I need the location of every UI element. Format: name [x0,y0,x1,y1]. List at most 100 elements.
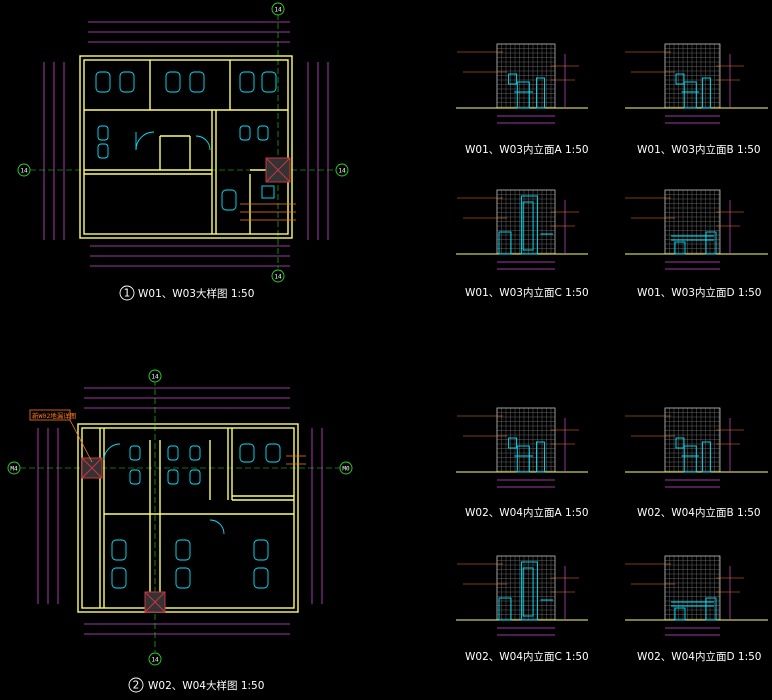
plan2-shaft-symbols [81,457,166,613]
plan2-grid-bubble-right [339,461,353,475]
plan2-callout-leader [29,409,306,465]
elevation-fixture [683,81,697,109]
elevation-fixture [701,441,711,473]
plan2-grid-lines [20,380,340,652]
elevation-fixture [701,77,711,109]
plan1-grid-label-left: 14 [20,168,28,175]
plan2-left-dimensions [37,428,59,604]
elevation-fixtures [508,73,545,109]
plan1-number: 1 [124,288,131,300]
elevation-panel-6: W02、W04内立面B 1:50 [625,407,768,519]
elevation-panel-1: W01、W03内立面A 1:50 [456,43,589,156]
elevation-fixture [520,195,538,255]
plan2-right-dimensions [311,428,323,604]
plan1-title: W01、W03大样图 1:50 [138,287,254,300]
elevation-fixture [683,445,697,473]
elevation-dimensions [665,566,731,636]
elevation-dimensions [497,418,566,488]
plan-2-w02-w04: 新W02地漏详图 14 14 M4 M0 2 W02、W04大样图 1:50 [7,369,353,693]
elevation-tile-grid [664,43,720,108]
plan1-grid-bubble-right [335,163,349,177]
plan1-bottom-dimensions [90,245,290,267]
elevation-annotations [625,415,744,445]
elevation-fixture [535,77,545,109]
elevation-annotations [457,51,579,81]
elevation-title: W02、W04内立面A 1:50 [465,506,589,519]
elevation-fixtures [671,597,717,621]
plan1-fixtures [95,71,277,211]
elevation-fixture [498,231,512,255]
plan2-top-dimensions [84,387,290,409]
elevation-fixture [522,201,534,251]
elevation-annotations [457,197,579,227]
elevation-panel-7: W02、W04内立面C 1:50 [456,555,589,663]
elevation-annotations [625,197,744,227]
elevation-tile-grid [496,407,555,472]
elevation-frame [664,189,721,255]
elevation-frame [664,43,721,109]
elevation-frame [664,407,721,473]
elevation-title: W01、W03内立面D 1:50 [637,286,762,299]
elevation-fixture [705,231,717,255]
elevation-fixture [508,73,518,85]
plan2-grid-label-top: 14 [151,374,159,381]
elevation-annotations [625,51,744,81]
plan2-grid-label-right: M0 [342,466,350,473]
plan2-grid-bubble-top [148,369,162,383]
plan1-right-dimensions [307,62,329,240]
plan1-shaft-symbol [265,157,291,183]
plan1-walls [79,55,293,239]
elevation-fixtures [498,561,553,621]
elevation-fixtures [498,195,553,255]
plan1-left-dimensions [43,62,65,240]
plan2-grid-label-left: M4 [10,466,18,473]
elevation-fixture [516,445,530,473]
elevation-fixture [675,437,685,449]
elevation-tile-grid [664,555,720,620]
plan2-grid-bubble-left [7,461,21,475]
elevation-tile-grid [664,407,720,472]
plan1-grid-bubble-top [271,2,285,16]
plan2-walls [77,423,299,613]
elevation-dimensions [665,418,731,488]
plan1-grid-lines [30,14,336,268]
elevation-title: W02、W04内立面B 1:50 [637,506,761,519]
plan1-grid-label-right: 14 [338,168,346,175]
elevation-title: W01、W03内立面C 1:50 [465,286,589,299]
plan1-grid-bubble-bottom [271,269,285,283]
elevation-fixture [520,561,538,621]
elevation-fixtures [675,73,711,109]
elevation-dimensions [497,54,566,124]
elevation-title: W01、W03内立面A 1:50 [465,143,589,156]
elevation-fixture [675,73,685,85]
elevation-fixture [674,241,686,255]
plan1-top-dimensions [88,21,290,43]
elevation-title: W02、W04内立面D 1:50 [637,650,762,663]
plan1-grid-label-bottom: 14 [274,274,282,281]
plan2-grid-bubbles [7,369,353,666]
elevation-tile-grid [496,555,555,620]
elevation-fixture [674,607,686,621]
elevation-panel-2: W01、W03内立面B 1:50 [625,43,768,156]
elevation-dimensions [665,54,731,124]
plan-1-w01-w03: 14 14 14 14 1 W01、W03大样图 1:50 [17,2,349,301]
plan2-number: 2 [133,680,140,692]
elevation-annotations [457,415,579,445]
elevation-fixtures [671,231,717,255]
plan2-grid-bubble-bottom [148,652,162,666]
plan1-grid-bubble-left [17,163,31,177]
elevation-fixture [508,437,518,449]
elevation-fixture [498,597,512,621]
elevation-fixtures [508,437,545,473]
elevation-tile-grid [496,43,555,108]
elevation-tile-grid [664,189,720,254]
elevation-frame [664,555,721,621]
elevation-panel-3: W01、W03内立面C 1:50 [456,189,589,299]
elevation-tile-grid [496,189,555,254]
elevation-fixture [516,81,530,109]
elevation-dimensions [665,200,731,270]
elevation-dimensions [497,566,566,636]
plan2-title: W02、W04大样图 1:50 [148,679,264,692]
